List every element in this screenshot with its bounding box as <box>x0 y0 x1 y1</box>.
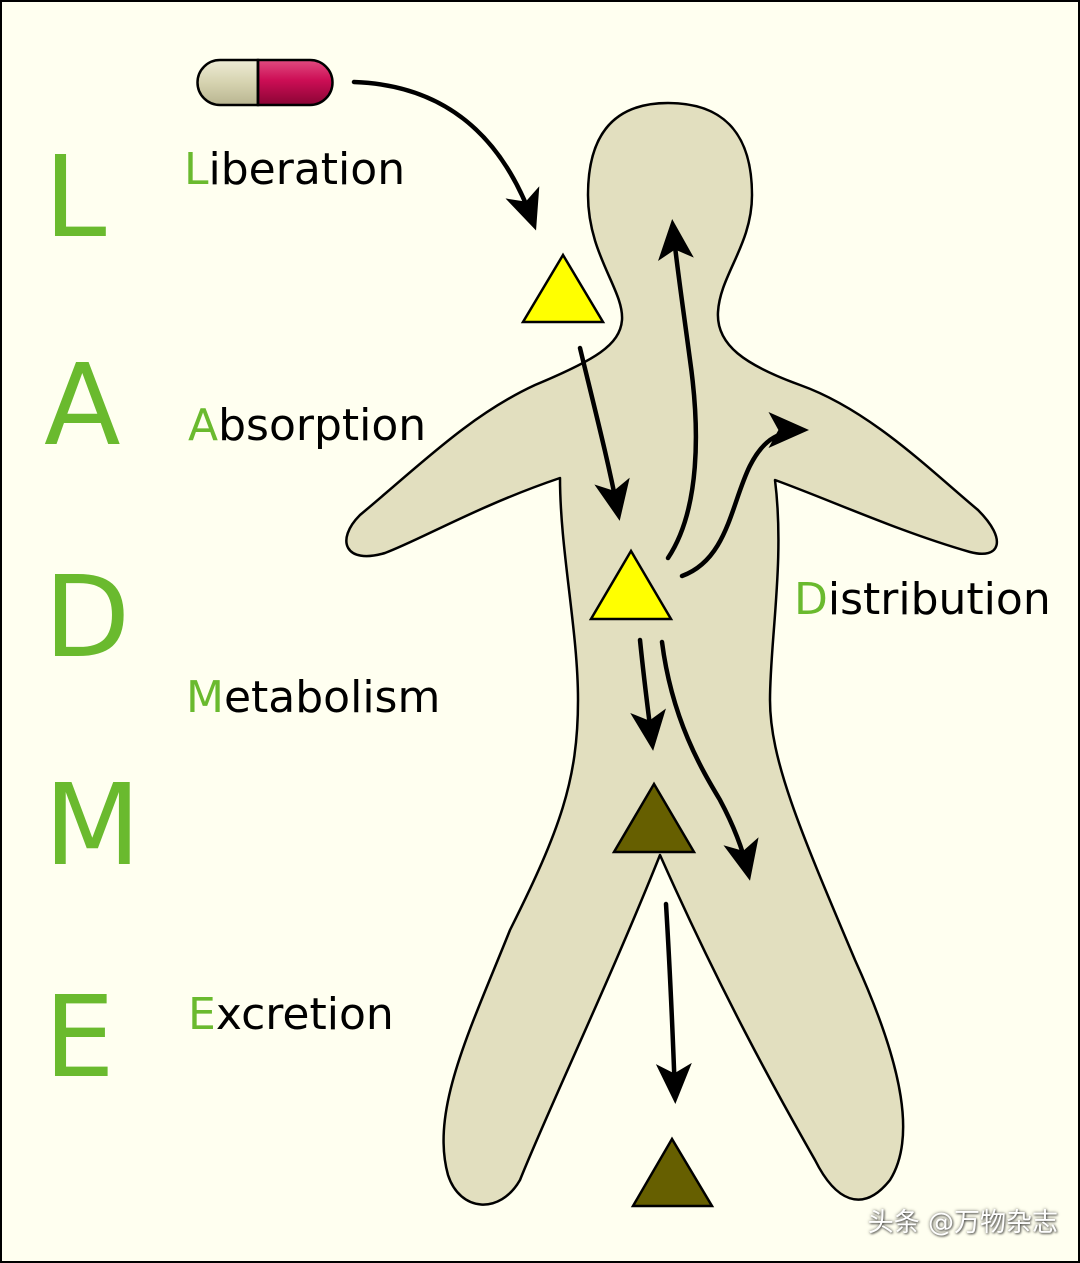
metabolism-arrow <box>630 637 666 751</box>
acronym-letter-d: D <box>44 553 131 683</box>
acronym-letter-l: L <box>44 133 107 263</box>
label-distribution-initial: D <box>794 574 828 625</box>
label-excretion-initial: E <box>188 989 216 1040</box>
label-metabolism-rest: etabolism <box>223 672 441 723</box>
label-liberation: Liberation <box>184 148 405 192</box>
label-metabolism-initial: M <box>186 672 224 723</box>
distribution-down-arrow <box>659 639 759 881</box>
drug-triangle-absorbed <box>588 548 674 621</box>
liberation-arrow <box>351 79 540 231</box>
acronym-letter-a: A <box>44 341 121 471</box>
human-body-silhouette <box>345 101 999 1206</box>
capsule-icon <box>196 58 334 107</box>
watermark: 头条 @万物杂志 <box>867 1208 1058 1238</box>
excretion-arrow <box>655 901 692 1104</box>
label-liberation-rest: iberation <box>208 144 406 195</box>
label-excretion: Excretion <box>188 993 394 1037</box>
label-distribution-rest: istribution <box>827 574 1051 625</box>
distribution-up-arrow <box>658 219 699 561</box>
label-liberation-initial: L <box>184 144 209 195</box>
drug-triangle-released <box>520 252 606 324</box>
label-absorption: Absorption <box>188 404 426 448</box>
label-metabolism: Metabolism <box>186 676 440 720</box>
label-absorption-initial: A <box>188 400 219 451</box>
label-distribution: Distribution <box>794 578 1051 622</box>
absorption-arrow <box>577 345 630 521</box>
metabolite-triangle-body <box>611 781 697 854</box>
label-excretion-rest: xcretion <box>215 989 394 1040</box>
acronym-letter-e: E <box>44 973 115 1103</box>
distribution-arm-arrow <box>679 412 809 579</box>
label-absorption-rest: bsorption <box>218 400 427 451</box>
metabolite-triangle-excreted <box>630 1136 715 1208</box>
acronym-letter-m: M <box>44 761 141 891</box>
